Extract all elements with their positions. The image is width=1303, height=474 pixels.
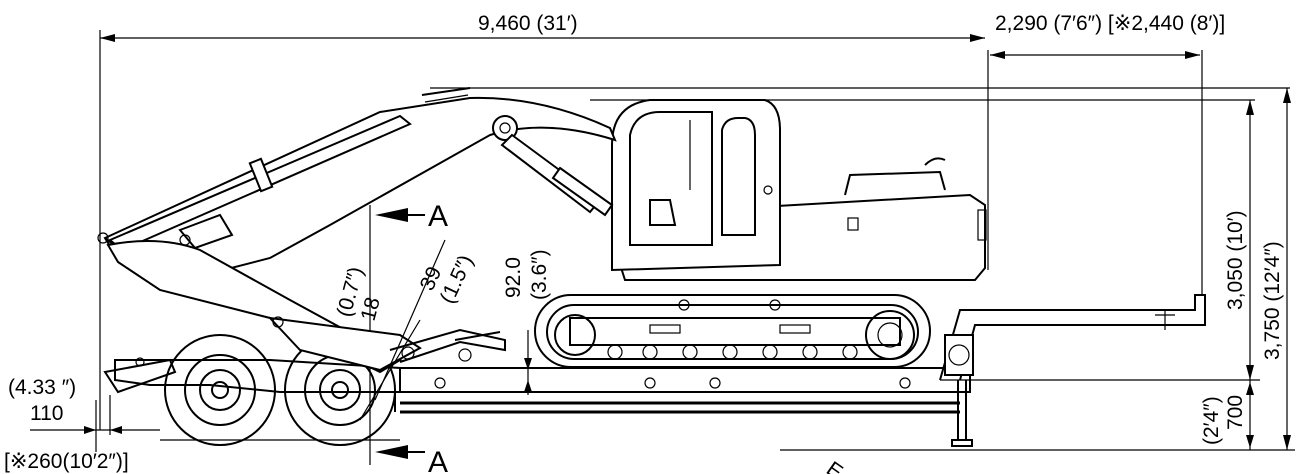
section-marker-bottom: A (428, 446, 448, 474)
crawler-track (534, 294, 931, 368)
angle-b-label: 18 (357, 295, 385, 324)
rear-overhang-alt-label: [※260(10′2″)] (4, 450, 129, 473)
boom-cylinder (108, 114, 412, 252)
rear-overhang-mm-label: 110 (30, 402, 63, 425)
trailer (103, 294, 1206, 447)
arm-cylinder (500, 133, 614, 217)
dimension-labels: 9,460 (31′) 2,290 (7′6″) [※2,440 (8′)] 3… (4, 12, 1284, 474)
bed-height-ft-label: (2′4″) (1200, 396, 1223, 445)
partial-text: E (822, 457, 847, 474)
machine-height-label: 3,050 (10′) (1224, 210, 1247, 310)
bed-height-mm-label: 700 (1224, 395, 1247, 430)
excavator (97, 87, 987, 374)
cab (611, 99, 781, 272)
clearance-in-label: (3.6″) (528, 249, 551, 300)
overall-width-label: 2,290 (7′6″) [※2,440 (8′)] (995, 12, 1225, 35)
overall-length-label: 9,460 (31′) (478, 12, 578, 35)
section-marker-top: A (428, 200, 448, 233)
rear-wheel (164, 334, 276, 446)
clearance-mm-label: 92.0 (502, 257, 525, 298)
bucket-linkage (267, 316, 506, 372)
rear-overhang-in-label: (4.33 ″) (8, 376, 76, 399)
total-height-label: 3,750 (12′4″) (1261, 241, 1284, 360)
